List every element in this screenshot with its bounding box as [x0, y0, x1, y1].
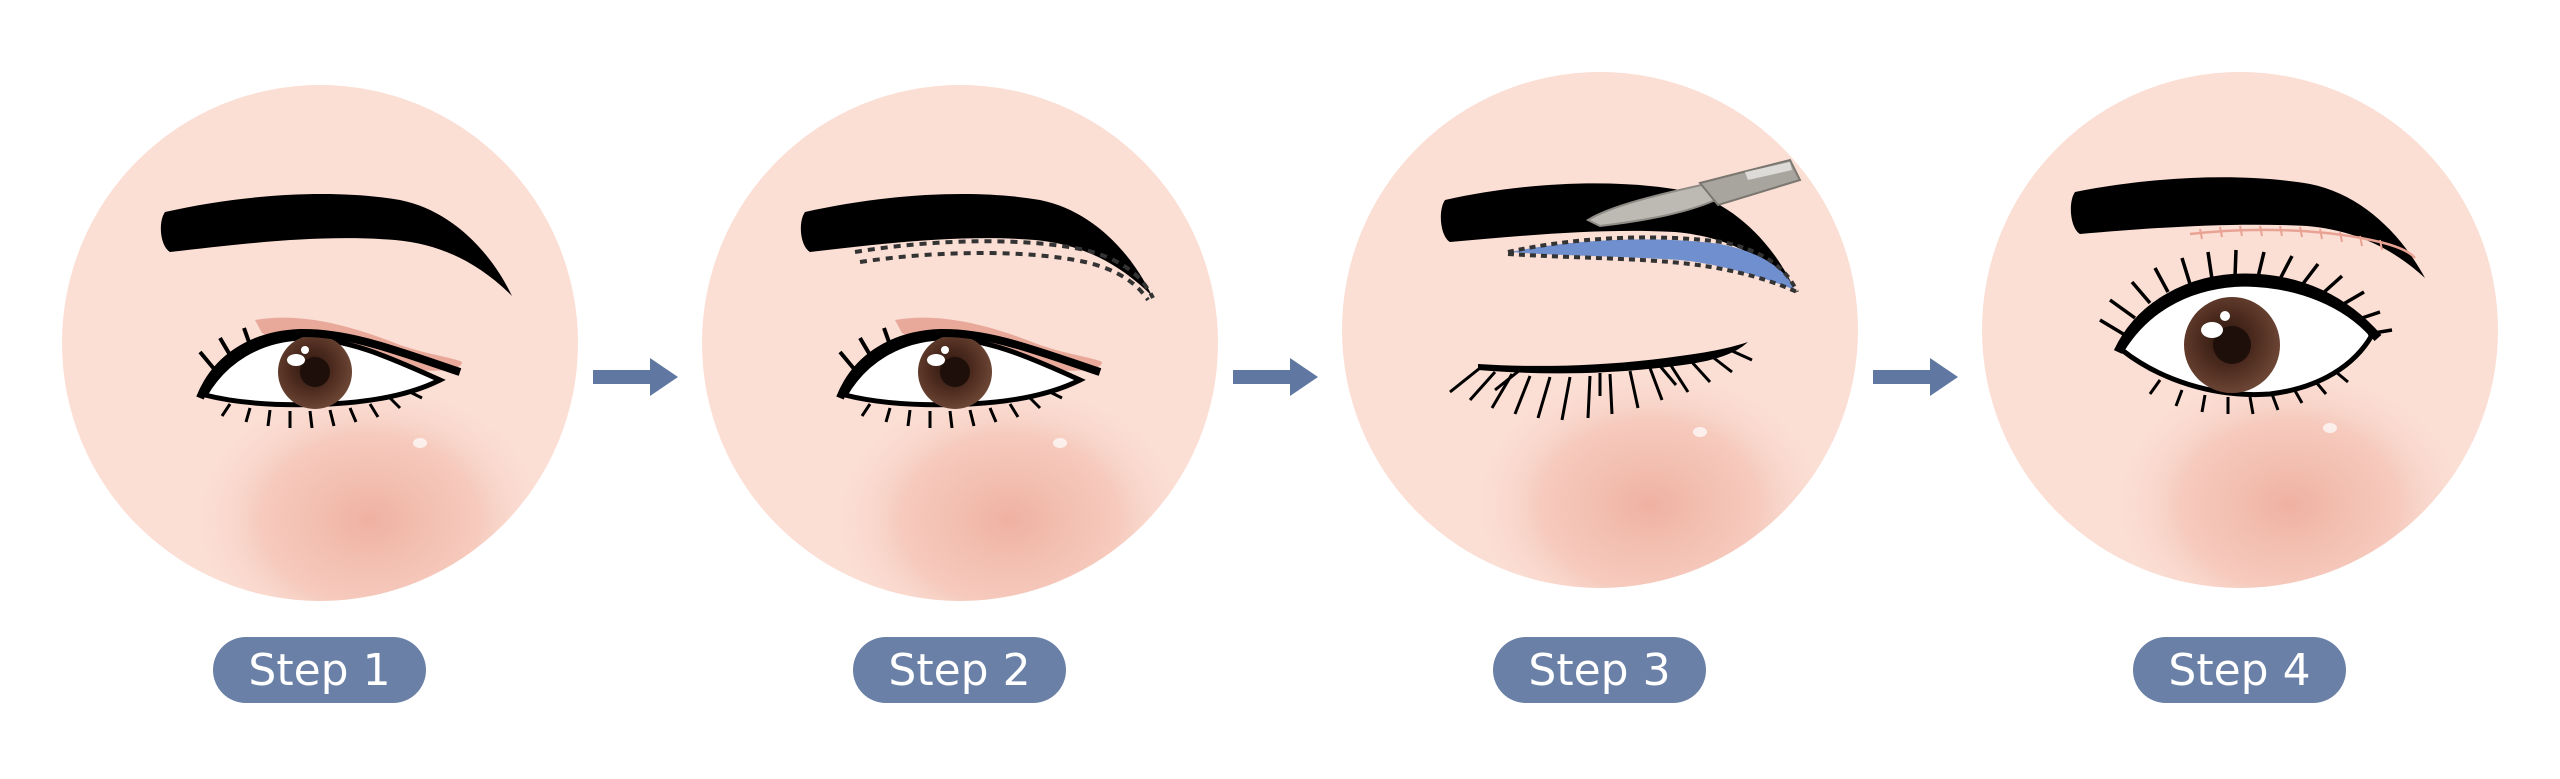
- marked-incision-lines-eye-icon: [702, 85, 1218, 601]
- step-2-pill: Step 2: [853, 637, 1066, 703]
- step-3-panel: Step 3: [1342, 72, 1858, 703]
- step-2-panel: Step 2: [702, 85, 1218, 703]
- step-1-label: Step 1: [248, 645, 390, 696]
- arrow-right-icon: [1873, 358, 1958, 396]
- scalpel-incision-closed-eye-icon: [1342, 72, 1858, 588]
- step-4-panel: Step 4: [1982, 72, 2498, 703]
- step-1-panel: Step 1: [62, 85, 578, 703]
- arrow-right-icon: [593, 358, 678, 396]
- droopy-upper-eyelid-eye-icon: [62, 85, 578, 601]
- step-3-label: Step 3: [1528, 645, 1670, 696]
- step-1-pill: Step 1: [213, 637, 426, 703]
- arrow-right-icon: [1233, 358, 1318, 396]
- step-3-pill: Step 3: [1493, 637, 1706, 703]
- step-2-label: Step 2: [888, 645, 1030, 696]
- scalpel-icon: [1585, 158, 1802, 228]
- step-4-pill: Step 4: [2133, 637, 2346, 703]
- step-4-label: Step 4: [2168, 645, 2310, 696]
- lifted-open-eye-icon: [1982, 72, 2498, 588]
